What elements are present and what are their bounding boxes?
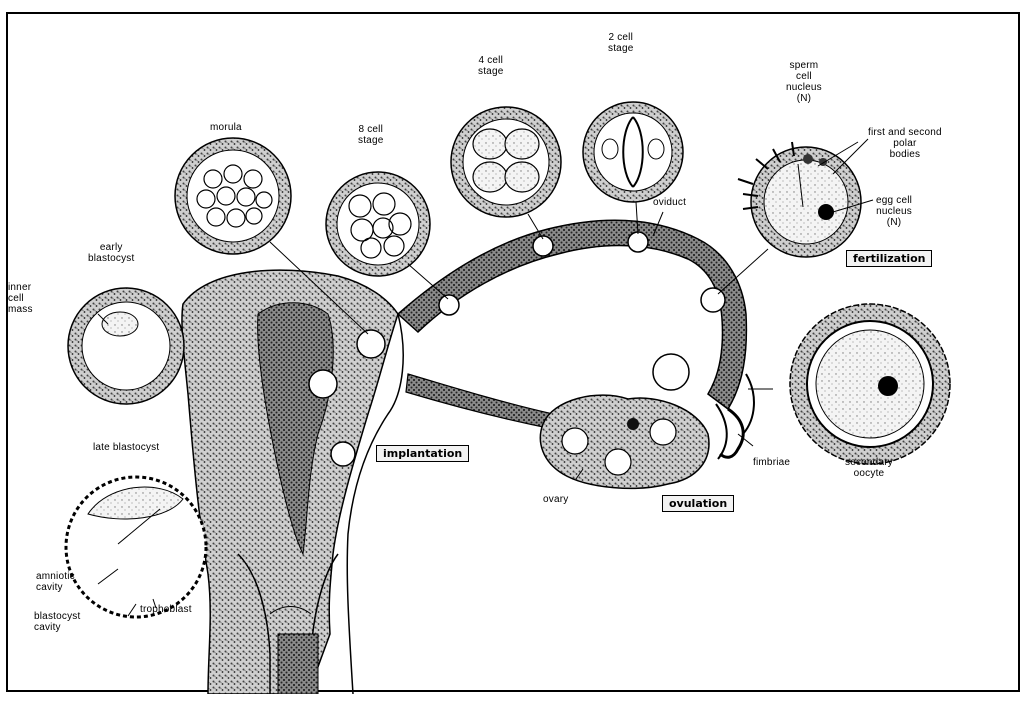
fertilized-egg-cell	[738, 142, 861, 257]
label-two-cell-stage: 2 cell stage	[608, 32, 633, 54]
label-polar-bodies: first and second polar bodies	[868, 127, 942, 160]
label-ovary: ovary	[543, 494, 568, 505]
label-secondary-oocyte: secondary oocyte	[845, 457, 893, 479]
reproductive-tract-diagram	[8, 14, 1022, 694]
label-blastocyst-cavity: blastocyst cavity	[34, 611, 80, 633]
label-sperm-cell-nucleus: sperm cell nucleus (N)	[786, 60, 822, 104]
four-cell-stage-cell	[451, 107, 561, 217]
label-morula: morula	[210, 122, 242, 133]
label-early-blastocyst: early blastocyst	[88, 242, 134, 264]
late-blastocyst-cell	[66, 477, 206, 617]
morula-cell	[175, 138, 291, 254]
label-oviduct: oviduct	[653, 197, 686, 208]
secondary-oocyte-cell	[790, 304, 950, 464]
label-fimbriae: fimbriae	[753, 457, 790, 468]
ovulation-box: ovulation	[662, 495, 734, 512]
eight-cell-stage-cell	[326, 172, 430, 276]
implantation-box: implantation	[376, 445, 469, 462]
label-egg-cell-nucleus: egg cell nucleus (N)	[876, 195, 912, 228]
oviduct-tube	[398, 220, 746, 429]
label-eight-cell-stage: 8 cell stage	[358, 124, 383, 146]
label-late-blastocyst: late blastocyst	[93, 442, 159, 453]
label-inner-cell-mass: inner cell mass	[8, 282, 33, 315]
label-four-cell-stage: 4 cell stage	[478, 55, 503, 77]
fertilization-box: fertilization	[846, 250, 932, 267]
diagram-frame: morula 8 cell stage 4 cell stage 2 cell …	[6, 12, 1020, 692]
ovary	[540, 395, 709, 488]
early-blastocyst-cell	[68, 288, 184, 404]
two-cell-stage-cell	[583, 102, 683, 202]
label-amniotic-cavity: amniotic cavity	[36, 571, 75, 593]
label-trophoblast: trophoblast	[140, 604, 192, 615]
